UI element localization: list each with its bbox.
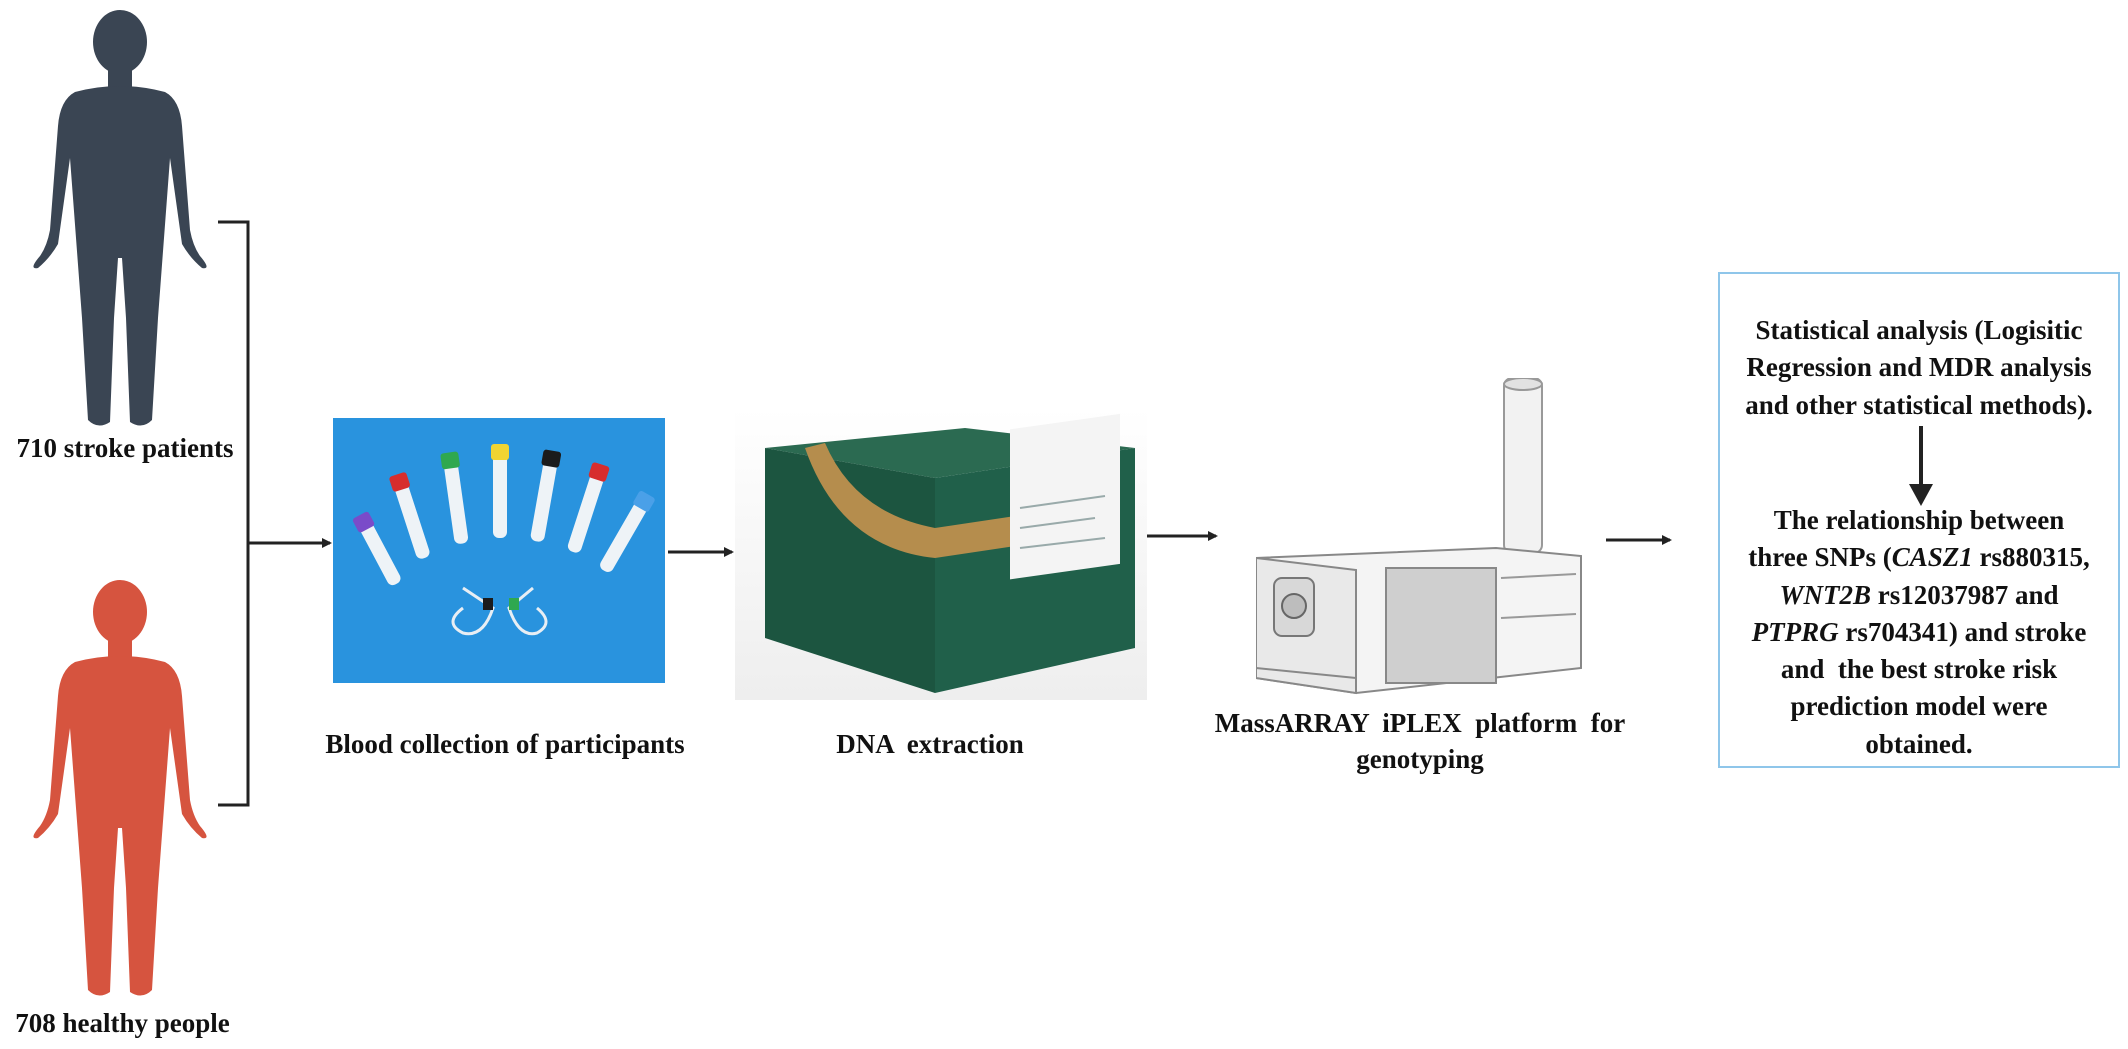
result-line-7: obtained. — [1865, 728, 1973, 759]
tube-1-purple — [352, 511, 401, 586]
tube-2-red — [389, 472, 430, 559]
conclusion-text: The relationship between three SNPs (CAS… — [1720, 502, 2118, 763]
group-bracket — [218, 220, 250, 807]
gene-ptprg: PTPRG — [1751, 616, 1839, 647]
result-line-2: three SNPs (CASZ1 rs880315, — [1720, 539, 2118, 576]
stroke-patients-label: 710 stroke patients — [16, 433, 234, 463]
blood-collection-label: Blood collection of participants — [325, 729, 685, 759]
statistical-analysis-text: Statistical analysis (Logisitic Regressi… — [1720, 312, 2118, 424]
result-line-6: prediction model were — [1790, 691, 2048, 722]
result-line-4-post: rs704341) and stroke — [1838, 616, 2087, 647]
massarray-instrument-image — [1256, 378, 1582, 695]
result-line-2-pre: three SNPs ( — [1748, 542, 1892, 573]
result-line-2-post: rs880315, — [1972, 542, 2090, 573]
tube-3-green — [440, 451, 469, 544]
down-arrow — [1909, 426, 1933, 506]
result-line-4: PTPRG rs704341) and stroke — [1720, 614, 2118, 651]
massarray-label-line2: genotyping — [1356, 744, 1484, 775]
massarray-label-line1: MassARRAY iPLEX platform for — [1214, 708, 1626, 738]
blood-tubes-image — [333, 418, 665, 683]
analysis-line-1: Statistical analysis (Logisitic — [1755, 315, 2083, 345]
dna-extraction-label: DNA extraction — [836, 729, 1024, 759]
result-line-3: WNT2B rs12037987 and — [1720, 577, 2118, 614]
tube-6-red — [567, 462, 610, 553]
gene-wnt2b: WNT2B — [1779, 579, 1871, 610]
dna-kit-image — [735, 408, 1147, 700]
collection-needles — [451, 586, 548, 636]
tube-5-black — [530, 449, 562, 542]
gene-casz1: CASZ1 — [1891, 542, 1973, 573]
result-line-1: The relationship between — [1773, 505, 2065, 535]
healthy-person-figure — [33, 580, 207, 996]
results-box: Statistical analysis (Logisitic Regressi… — [1718, 272, 2120, 768]
analysis-line-3: and other statistical methods). — [1745, 389, 2093, 420]
stroke-patient-figure — [33, 10, 207, 426]
massarray-label: MassARRAY iPLEX platform for genotyping — [1175, 705, 1665, 778]
result-line-3-post: rs12037987 and — [1870, 579, 2059, 610]
tube-4-yellow — [491, 444, 509, 538]
healthy-people-label: 708 healthy people — [15, 1008, 230, 1038]
analysis-line-2: Regression and MDR analysis — [1746, 352, 2092, 383]
result-line-5: and the best stroke risk — [1780, 654, 2058, 684]
tube-7-blue — [600, 491, 655, 572]
